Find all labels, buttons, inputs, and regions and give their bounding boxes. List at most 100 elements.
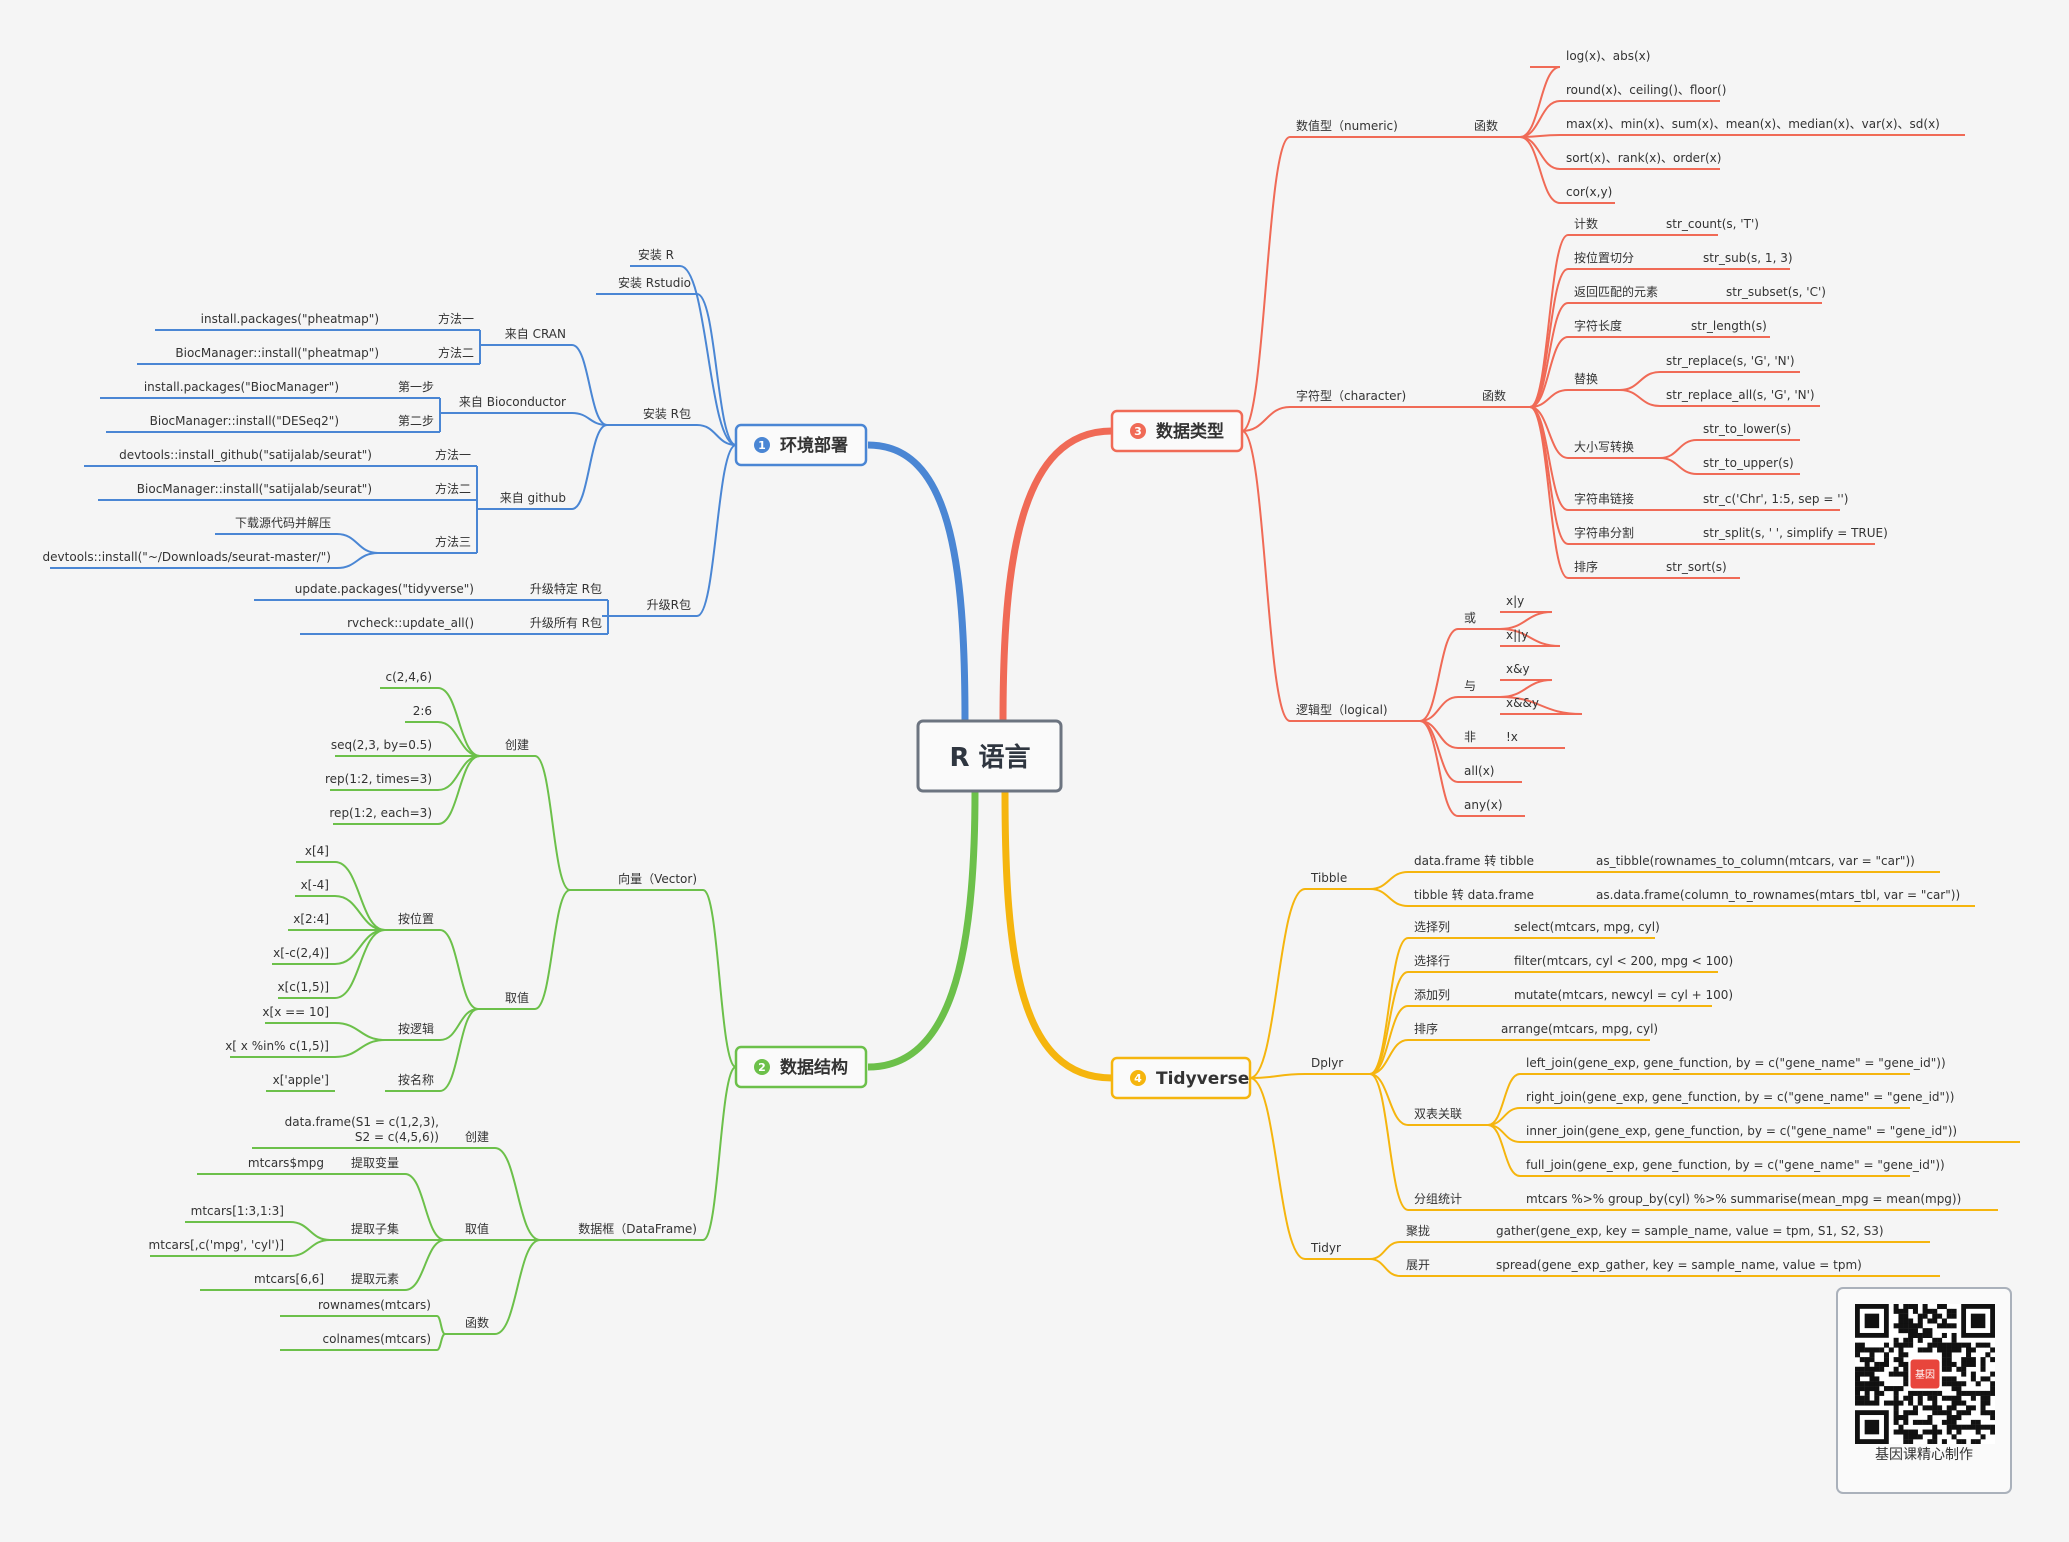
github-code-2: BiocManager::install("satijalab/seurat") [137, 482, 372, 496]
install-r: 安装 R [638, 247, 674, 262]
vector-create-item-connector [437, 755, 481, 825]
character-op-code: str_count(s, 'T') [1666, 217, 1759, 231]
get-by-position-connector [439, 929, 479, 1010]
branch-data-type-number: 3 [1134, 425, 1142, 438]
character-op-connector [1529, 406, 1569, 545]
character-type-connector [1241, 406, 1291, 432]
character-op: 按位置切分 [1574, 250, 1634, 265]
from-cran: 来自 CRAN [505, 327, 566, 341]
logical-and: 与 [1464, 679, 1476, 693]
tidyr-op-connector [1369, 1258, 1401, 1277]
branch-env-number-badge [754, 437, 770, 453]
dplyr-op-code: select(mtcars, mpg, cyl) [1514, 920, 1660, 934]
qr-card: 基因 基因课精心制作 [1836, 1287, 2012, 1494]
logical-any-connector [1419, 720, 1459, 817]
name-item: x['apple'] [273, 1073, 329, 1087]
character-op: 返回匹配的元素 [1574, 284, 1658, 299]
get-by-position: 按位置 [398, 911, 434, 926]
case-code: str_to_lower(s) [1703, 422, 1791, 436]
vector-create-item-connector [437, 721, 481, 757]
numeric-function-item-connector [1519, 66, 1561, 138]
branch-env-number: 1 [758, 439, 766, 452]
position-item: x[-c(2,4)] [273, 946, 329, 960]
vector-create-connector [534, 755, 571, 891]
cran-method-1: 方法一 [438, 311, 474, 326]
branch-tidyverse-number-badge [1130, 1070, 1146, 1086]
case-code-connector [1659, 439, 1698, 459]
dplyr-group: 分组统计 [1414, 1192, 1462, 1206]
character-op: 字符串分割 [1574, 525, 1634, 540]
dplyr-connector [1249, 1073, 1306, 1079]
character-op-code: str_subset(s, 'C') [1726, 285, 1826, 299]
extract-subset: 提取子集 [351, 1221, 399, 1236]
position-item: x[c(1,5)] [277, 980, 329, 994]
qr-logo [1910, 1359, 1940, 1389]
github-method-2: 方法二 [435, 481, 471, 496]
cran-method-2: 方法二 [438, 345, 474, 360]
tibble-convert-connector [1369, 871, 1409, 890]
bioc-step-1: 第一步 [398, 380, 434, 394]
extract-element-connector [404, 1239, 446, 1291]
position-item: x[2:4] [293, 912, 329, 926]
logical-not: 非 [1464, 730, 1476, 744]
vector-get-connector [534, 889, 571, 1010]
vector-get: 取值 [505, 990, 529, 1005]
dplyr-op-code: mutate(mtcars, newcyl = cyl + 100) [1514, 988, 1733, 1002]
numeric-function-item-connector [1519, 100, 1561, 138]
vector-create-item: rep(1:2, times=3) [325, 772, 432, 786]
vector-create-item-connector [437, 755, 481, 791]
root-label: R 语言 [949, 743, 1030, 773]
subset-code-connector [289, 1239, 331, 1257]
logic-item: x[x == 10] [262, 1005, 329, 1019]
tibble: Tibble [1310, 871, 1347, 885]
vector-create-item: seq(2,3, by=0.5) [331, 738, 432, 752]
vector-create-item: c(2,4,6) [386, 670, 433, 684]
df-create-connector [494, 1147, 541, 1241]
character-op-code: str_sub(s, 1, 3) [1703, 251, 1793, 265]
numeric-function-item: round(x)、ceiling()、floor() [1566, 83, 1726, 97]
upgrade-pkg-connector [696, 444, 737, 617]
vector-create-item-connector [437, 687, 481, 757]
tidyr-connector [1249, 1077, 1306, 1260]
replace-code-connector [1619, 371, 1661, 391]
numeric-function-item: cor(x,y) [1566, 185, 1612, 199]
branch-env-title: 环境部署 [780, 435, 848, 456]
logical-and-item-connector [1499, 696, 1583, 715]
character-op-replace-connector [1529, 389, 1569, 408]
tibble-convert: data.frame 转 tibble [1414, 853, 1534, 868]
character-op-code: str_length(s) [1691, 319, 1767, 333]
upgrade-specific: 升级特定 R包 [530, 581, 602, 596]
logic-item-connector [334, 1039, 386, 1058]
character-op-code: str_split(s, ' ', simplify = TRUE) [1703, 526, 1888, 540]
vector-create: 创建 [505, 738, 529, 752]
character-op-connector [1529, 406, 1569, 579]
df-function-connector [494, 1239, 541, 1335]
numeric-function-item: max(x)、min(x)、sum(x)、mean(x)、median(x)、v… [1566, 117, 1940, 131]
dplyr-op: 选择列 [1414, 920, 1450, 934]
numeric-function: 函数 [1474, 118, 1498, 133]
tibble-convert: tibble 转 data.frame [1414, 887, 1534, 902]
install-pkg-connector [696, 424, 737, 446]
vector: 向量（Vector) [618, 871, 697, 886]
logical-and-connector [1419, 696, 1459, 722]
branch-data-type-title: 数据类型 [1156, 421, 1224, 442]
character-op-case-connector [1529, 406, 1569, 459]
github-code-3a-connector [336, 533, 379, 554]
github-code-3a: 下载源代码并解压 [235, 516, 331, 530]
root-node [916, 719, 1063, 793]
character-op-connector [1529, 234, 1569, 408]
upgrade-all-code: rvcheck::update_all() [347, 616, 474, 630]
from-cran-connector [571, 344, 608, 426]
tidyr-op-code: spread(gene_exp_gather, key = sample_nam… [1496, 1258, 1862, 1272]
get-by-logic-connector [439, 1008, 479, 1041]
character-op-case: 大小写转换 [1574, 439, 1634, 454]
main-branch-2-connector [867, 791, 979, 1071]
branch-tidyverse-title: Tidyverse [1156, 1069, 1249, 1089]
bioc-code-2: BiocManager::install("DESeq2") [150, 414, 339, 428]
upgrade-specific-code: update.packages("tidyverse") [295, 582, 474, 596]
character-op: 字符串链接 [1574, 491, 1634, 506]
github-code-3b: devtools::install("~/Downloads/seurat-ma… [43, 550, 331, 564]
position-item-connector [334, 929, 386, 999]
subset-code: mtcars[,c('mpg', 'cyl')] [149, 1238, 284, 1252]
logical-type-connector [1241, 430, 1291, 722]
